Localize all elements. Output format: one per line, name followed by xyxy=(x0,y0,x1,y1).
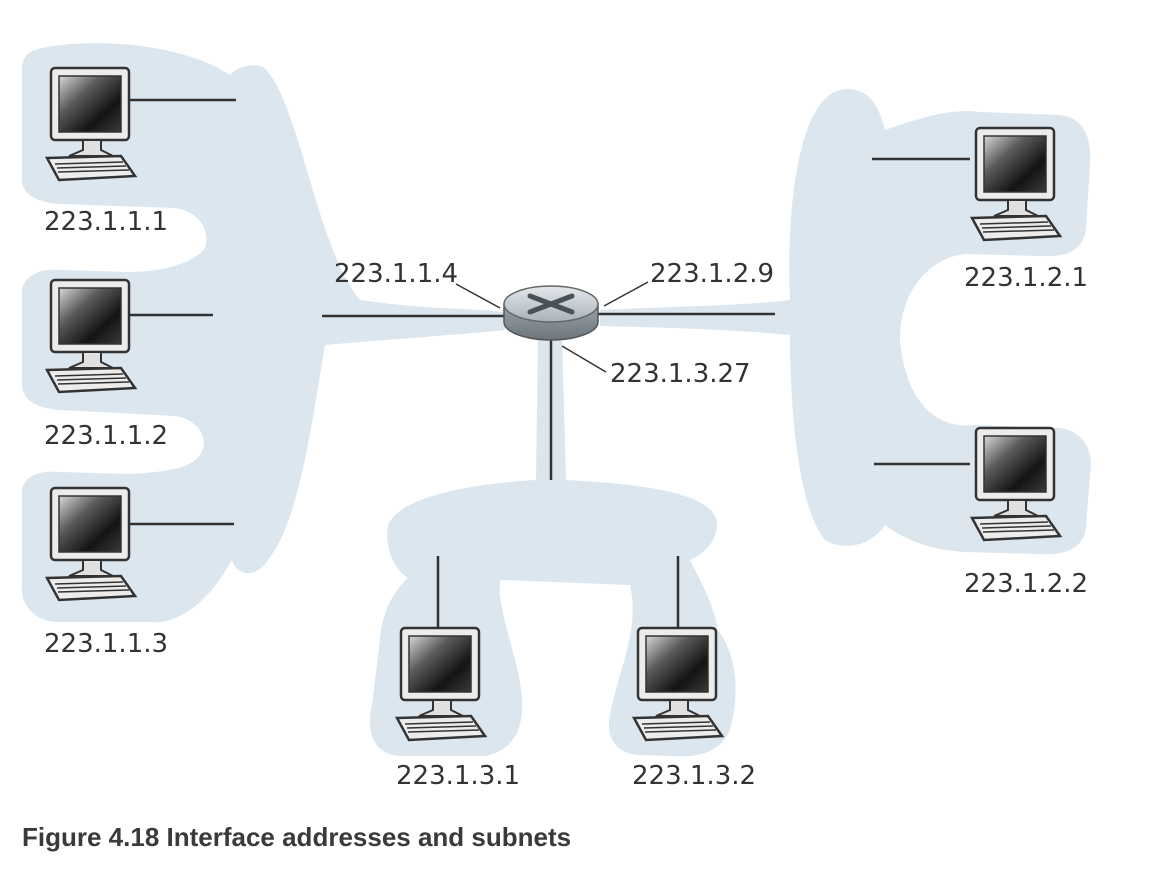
host-label-223-1-3-2: 223.1.3.2 xyxy=(632,761,756,791)
interface-leaders xyxy=(455,281,649,373)
subnet-regions xyxy=(21,43,1091,757)
subnet-region-223-1-2 xyxy=(600,89,1091,555)
host-label-223-1-1-2: 223.1.1.2 xyxy=(44,421,168,451)
host-label-223-1-2-2: 223.1.2.2 xyxy=(964,569,1088,599)
host-label-223-1-2-1: 223.1.2.1 xyxy=(964,263,1088,293)
figure-caption: Figure 4.18 Interface addresses and subn… xyxy=(22,822,572,852)
interface-label-223-1-1-4: 223.1.1.4 xyxy=(334,259,458,289)
subnet-region-223-1-1 xyxy=(21,43,505,623)
wires xyxy=(128,98,970,630)
interface-label-223-1-2-9: 223.1.2.9 xyxy=(650,259,774,289)
computer-icon-223-1-2-1[interactable] xyxy=(970,126,1062,242)
computer-icon-223-1-1-1[interactable] xyxy=(45,66,137,182)
labels: 223.1.1.1 223.1.1.2 223.1.1.3 223.1.2.1 … xyxy=(44,207,1088,791)
computer-icon-223-1-3-1[interactable] xyxy=(395,626,487,742)
interface-label-223-1-3-27: 223.1.3.27 xyxy=(610,359,751,389)
host-label-223-1-3-1: 223.1.3.1 xyxy=(396,761,520,791)
router-icon[interactable] xyxy=(503,285,599,341)
computer-icon-223-1-1-3[interactable] xyxy=(45,486,137,602)
host-label-223-1-1-3: 223.1.1.3 xyxy=(44,629,168,659)
computer-icon-223-1-2-2[interactable] xyxy=(970,426,1062,542)
host-label-223-1-1-1: 223.1.1.1 xyxy=(44,207,168,237)
computer-icon-223-1-1-2[interactable] xyxy=(45,278,137,394)
computer-icon-223-1-3-2[interactable] xyxy=(632,626,724,742)
